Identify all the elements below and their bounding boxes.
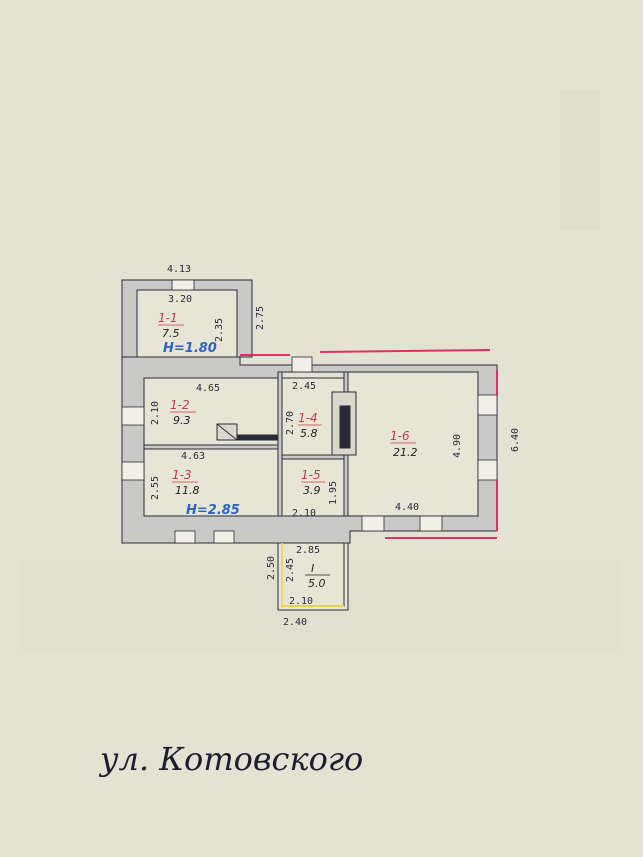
room-id: 1-1 — [158, 311, 178, 325]
room-id: 1-5 — [301, 468, 321, 482]
room-1-5 — [281, 458, 345, 517]
dim-r16-w: 4.40 — [395, 502, 419, 513]
dimension-labels: 4.13 3.20 2.35 2.75 4.65 2.10 4.63 2.45 … — [150, 264, 521, 628]
room-labels: 1-1 7.5 H=1.80 1-2 9.3 1-3 11.8 H=2.85 1… — [158, 311, 418, 590]
dim-r11-inner-h: 2.35 — [214, 318, 225, 342]
room-area: 5.8 — [300, 427, 318, 440]
room-1-1 — [136, 289, 238, 358]
room-1-6 — [347, 371, 479, 517]
windows — [121, 279, 498, 544]
room-id: 1-3 — [172, 468, 192, 482]
dim-porch-h-inner: 2.45 — [285, 558, 296, 582]
stove — [216, 391, 357, 456]
dim-porch-bottom-outer: 2.40 — [283, 617, 307, 628]
dim-r12-bottom-w: 4.63 — [181, 451, 205, 462]
room-id: 1-4 — [298, 411, 318, 425]
dim-r15-h: 1.95 — [328, 481, 339, 505]
room-id: I — [311, 562, 314, 575]
dim-r11-inner-w: 3.20 — [168, 294, 192, 305]
dim-r13-h: 2.55 — [150, 476, 161, 500]
room-area: 5.0 — [308, 577, 326, 590]
room-height: H=1.80 — [163, 341, 217, 356]
room-area: 11.8 — [175, 484, 200, 497]
dim-porch-w: 2.85 — [296, 545, 320, 556]
room-area: 9.3 — [173, 414, 191, 427]
room-area: 21.2 — [393, 446, 418, 459]
dim-r16-h: 4.90 — [452, 434, 463, 458]
dim-top-outer: 4.13 — [167, 264, 191, 275]
dim-r12-w: 4.65 — [196, 383, 220, 394]
room-height: H=2.85 — [186, 503, 240, 518]
room-area: 7.5 — [162, 327, 180, 340]
dim-r14-h: 2.70 — [285, 411, 296, 435]
highlight-lines — [240, 349, 498, 539]
dim-r15-w: 2.10 — [292, 508, 316, 519]
room-area: 3.9 — [303, 484, 321, 497]
room-id: 1-6 — [390, 429, 410, 443]
room-id: 1-2 — [170, 398, 190, 412]
porch — [277, 542, 349, 611]
dim-r14-w: 2.45 — [292, 381, 316, 392]
dim-r12-h: 2.10 — [150, 401, 161, 425]
dim-porch-h-outer: 2.50 — [266, 556, 277, 580]
dim-outer-right: 6.40 — [510, 428, 521, 452]
dim-r11-outer-h: 2.75 — [255, 306, 266, 330]
dim-porch-bottom-inner: 2.10 — [289, 596, 313, 607]
street-label: ул. Котовского — [98, 740, 363, 778]
